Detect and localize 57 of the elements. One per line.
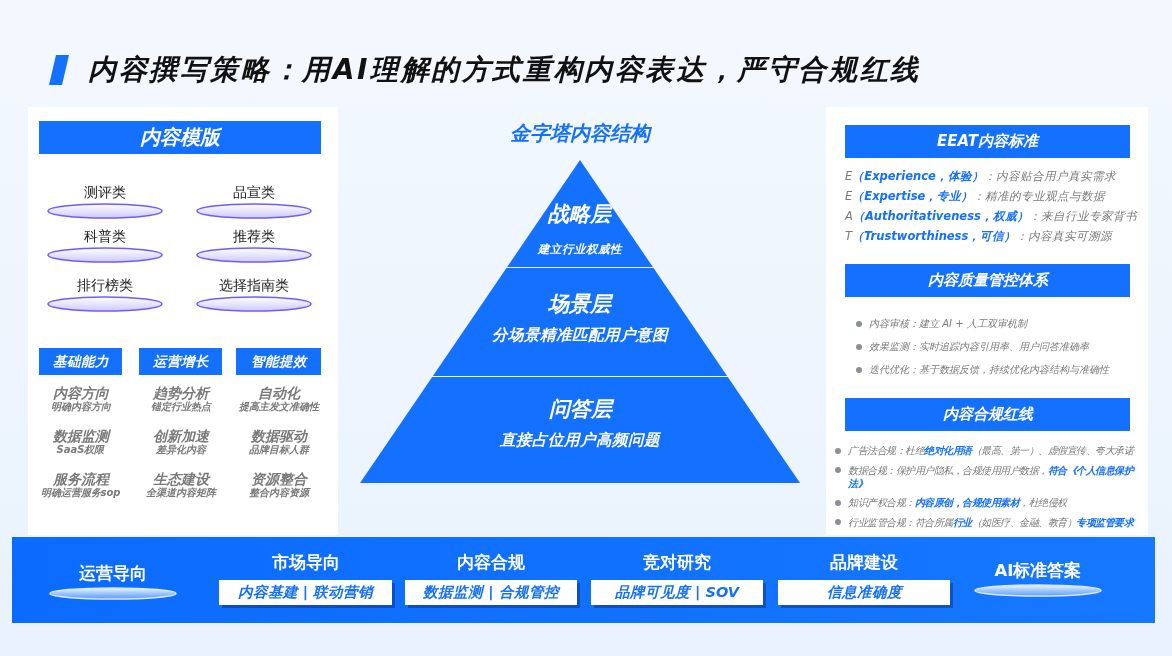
item-caption: 品牌目标人群 bbox=[247, 443, 311, 456]
list-item: 广告法合规：杜绝绝对化用语（最高、第一）、虚假宣传、夸大承诺 bbox=[848, 444, 1136, 457]
pyramid-heading: 金字塔内容结构 bbox=[509, 120, 653, 147]
item-title: 数据驱动 bbox=[250, 426, 309, 445]
item-caption: SaaS权限 bbox=[56, 443, 106, 456]
item-title: 服务流程 bbox=[52, 469, 112, 488]
section-header: 内容质量管控体系 bbox=[845, 264, 1130, 297]
band-label: AI标准答案 bbox=[993, 560, 1083, 582]
section-header: 基础能力 bbox=[39, 348, 122, 375]
section-header: 内容合规红线 bbox=[845, 398, 1130, 431]
keyword-tag: 品牌可见度 | SOV bbox=[591, 580, 763, 605]
standard-line: E（Experience，体验）：内容贴合用户真实需求 bbox=[845, 169, 1116, 185]
standard-line: T（Trustworthiness，可信）：内容真实可溯源 bbox=[845, 229, 1113, 245]
keyword-tag: 信息准确度 bbox=[778, 580, 950, 605]
item-title: 创新加速 bbox=[151, 426, 211, 444]
group-heading: 市场导向 bbox=[270, 552, 341, 574]
layer-title: 问答层 bbox=[538, 395, 622, 423]
layer-title: 场景层 bbox=[547, 291, 615, 318]
category-label: 测评类 bbox=[83, 183, 127, 202]
footer-band bbox=[12, 537, 1155, 623]
group-heading: 竞对研究 bbox=[642, 552, 712, 574]
layer-title: 战略层 bbox=[546, 201, 614, 228]
standard-line: E（Expertise，专业）：精准的专业观点与数据 bbox=[845, 189, 1106, 205]
item-caption: 整合内容资源 bbox=[247, 485, 312, 499]
list-item: 数据合规：保护用户隐私，合规使用用户数据，符合《个人信息保护法》 bbox=[848, 463, 1136, 490]
list-item: 内容审核：建立 AI + 人工双审机制 bbox=[869, 317, 1029, 330]
section-header: 运营增长 bbox=[139, 348, 222, 375]
panel-card bbox=[826, 107, 1148, 535]
list-item: 知识产权合规：内容原创，合规使用素材，杜绝侵权 bbox=[848, 496, 1069, 509]
layer-subtitle: 直接占位用户高频问题 bbox=[498, 430, 662, 451]
layer-subtitle: 分场景精准匹配用户意图 bbox=[491, 325, 670, 346]
section-header: 智能提效 bbox=[236, 348, 321, 375]
item-title: 资源整合 bbox=[250, 469, 308, 488]
category-label: 品宣类 bbox=[232, 183, 276, 202]
item-title: 趋势分析 bbox=[151, 383, 212, 401]
standard-line: A（Authoritativeness，权威）：来自行业专家背书 bbox=[845, 209, 1137, 225]
keyword-tag: 内容基建 | 联动营销 bbox=[219, 580, 392, 605]
panel-card bbox=[28, 107, 338, 535]
item-caption: 锚定行业热点 bbox=[149, 400, 213, 413]
item-caption: 明确运营服务sop bbox=[39, 486, 122, 499]
list-item: 行业监管合规：符合所属行业（如医疗、金融、教育）专项监管要求 bbox=[848, 515, 1136, 529]
item-caption: 差异化内容 bbox=[155, 442, 207, 456]
category-label: 选择指南类 bbox=[218, 276, 290, 295]
section-header: 内容模版 bbox=[39, 121, 321, 154]
group-heading: 品牌建设 bbox=[829, 552, 899, 574]
slide-title: 内容撰写策略：用AI理解的方式重构内容表达，严守合规红线 bbox=[88, 52, 921, 88]
category-label: 科普类 bbox=[83, 227, 127, 246]
group-heading: 内容合规 bbox=[456, 552, 526, 574]
category-label: 推荐类 bbox=[232, 227, 276, 246]
list-item: 迭代优化：基于数据反馈，持续优化内容结构与准确性 bbox=[869, 363, 1111, 376]
band-label: 运营导向 bbox=[78, 563, 148, 585]
list-item: 效果监测：实时追踪内容引用率、用户问答准确率 bbox=[869, 340, 1091, 353]
layer-subtitle: 建立行业权威性 bbox=[536, 241, 624, 257]
keyword-tag: 数据监测 | 合规管控 bbox=[405, 580, 577, 605]
section-header: EEAT内容标准 bbox=[845, 125, 1130, 158]
category-label: 排行榜类 bbox=[76, 276, 134, 295]
item-title: 数据监测 bbox=[51, 426, 112, 444]
